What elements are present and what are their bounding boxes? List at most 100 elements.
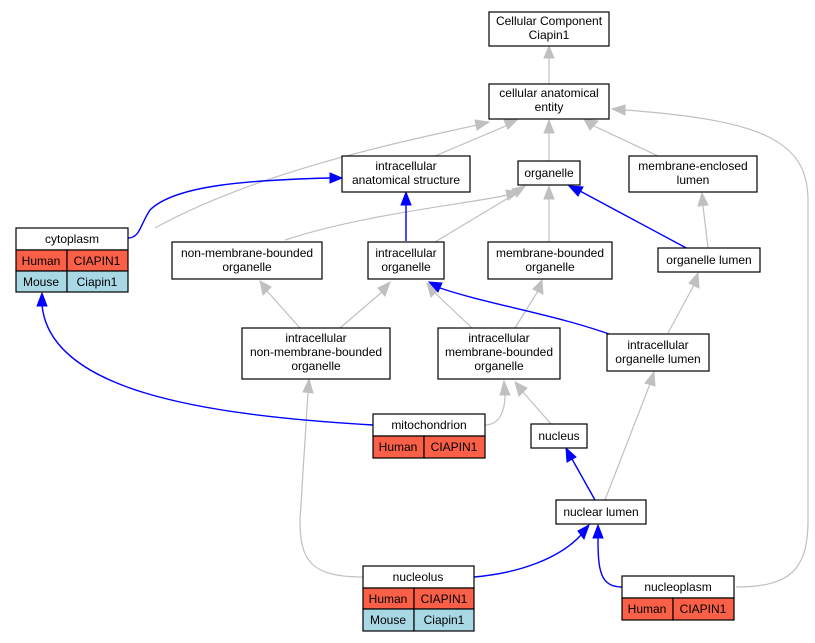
edge-cytoplasm-to-cae	[154, 124, 478, 229]
node-intracellular-non-membrane-bounded-organelle[interactable]: intracellular non-membrane-bounded organ…	[241, 327, 391, 380]
node-nucleolus[interactable]: nucleolus Human CIAPIN1 Mouse Ciapin1	[362, 565, 475, 632]
edge-nucleoplasm-to-cae	[624, 109, 809, 588]
edge-nl-to-nucleus	[571, 458, 596, 501]
gene-cell-mouse	[413, 608, 475, 632]
is-a-edges	[154, 44, 809, 588]
edge-io-to-organelle	[434, 193, 516, 243]
node-label-line: organelle	[524, 166, 574, 180]
edge-nucleolus-to-nl	[473, 534, 582, 578]
node-label-line: mitochondrion	[391, 418, 466, 432]
arrowhead	[377, 280, 391, 297]
node-label-line: anatomical structure	[352, 173, 460, 187]
node-mitochondrion[interactable]: mitochondrion Human CIAPIN1	[372, 413, 486, 459]
edge-nl-to-iol	[604, 383, 651, 501]
edge-ol-to-organelle	[579, 190, 691, 251]
node-label-line: organelle lumen	[615, 352, 700, 366]
edge-inmbo-to-io	[339, 291, 383, 329]
arrowhead	[543, 118, 555, 134]
node-membrane-enclosed-lumen[interactable]: membrane-enclosed lumen	[628, 155, 758, 193]
gene-cell-human	[423, 435, 486, 459]
edge-inmbo-to-nmbo	[266, 290, 301, 329]
node-label-line: organelle	[291, 359, 341, 373]
edge-mito-to-imbo	[484, 394, 506, 426]
node-label-line: nucleolus	[393, 570, 444, 584]
edge-cytoplasm-to-ias	[127, 177, 331, 239]
node-label-line: organelle	[222, 260, 272, 274]
node-label-line: intracellular	[468, 331, 529, 345]
node-label-line: intracellular	[627, 338, 688, 352]
arrowhead	[499, 379, 511, 396]
arrowhead	[565, 446, 577, 463]
node-intracellular-organelle-lumen[interactable]: intracellular organelle lumen	[606, 333, 710, 372]
node-label-line: Cellular Component	[496, 14, 603, 28]
edge-ias-to-cae	[434, 124, 509, 157]
node-cellular-anatomical-entity[interactable]: cellular anatomical entity	[488, 83, 610, 120]
edge-nmbo-to-organelle	[284, 194, 509, 241]
node-nucleus[interactable]: nucleus	[530, 423, 588, 449]
node-label-line: lumen	[677, 173, 710, 187]
node-label-line: organelle	[525, 260, 575, 274]
edge-nucleus-to-imbo	[522, 391, 552, 425]
node-organelle-lumen[interactable]: organelle lumen	[657, 247, 761, 273]
node-cellular-component-root[interactable]: Cellular Component Ciapin1	[488, 11, 610, 47]
gene-cell-mouse	[66, 270, 129, 293]
node-membrane-bounded-organelle[interactable]: membrane-bounded organelle	[487, 241, 613, 280]
gene-label-human: CIAPIN1	[74, 254, 121, 268]
arrowhead	[427, 281, 443, 293]
edge-mito-to-cytoplasm	[41, 304, 374, 426]
species-label-mouse: Mouse	[370, 613, 406, 627]
arrowhead	[697, 191, 709, 207]
node-label-line: non-membrane-bounded	[181, 246, 313, 260]
arrowhead	[543, 44, 555, 59]
node-label-line: intracellular	[375, 159, 436, 173]
node-organelle[interactable]: organelle	[517, 160, 581, 186]
node-label-line: membrane-bounded	[496, 246, 604, 260]
node-label-line: membrane-enclosed	[638, 159, 747, 173]
edge-imbo-to-io	[434, 292, 473, 329]
gene-label-mouse: Ciapin1	[424, 613, 465, 627]
arrowhead	[514, 381, 528, 397]
arrowhead	[688, 271, 700, 289]
arrowhead	[329, 172, 344, 184]
part-of-edges	[36, 172, 691, 588]
species-label-human: Human	[22, 254, 61, 268]
arrowhead	[302, 377, 314, 394]
gene-label-human: CIAPIN1	[431, 440, 478, 454]
edge-ol-to-mel	[702, 205, 709, 249]
node-cytoplasm[interactable]: cytoplasm Human CIAPIN1 Mouse Ciapin1	[15, 227, 129, 293]
arrowhead	[577, 523, 590, 541]
gene-label-human: CIAPIN1	[421, 592, 468, 606]
node-intracellular-anatomical-structure[interactable]: intracellular anatomical structure	[341, 155, 471, 193]
species-label-human: Human	[369, 592, 408, 606]
node-label-line: organelle lumen	[666, 253, 751, 267]
arrowhead	[592, 523, 604, 539]
species-label-human: Human	[628, 602, 667, 616]
edge-iol-to-io	[439, 287, 621, 339]
node-label-line: non-membrane-bounded	[250, 345, 382, 359]
node-label-line: organelle	[474, 359, 524, 373]
node-non-membrane-bounded-organelle[interactable]: non-membrane-bounded organelle	[171, 241, 323, 280]
node-intracellular-membrane-bounded-organelle[interactable]: intracellular membrane-bounded organelle	[437, 327, 561, 380]
gene-label-mouse: Ciapin1	[77, 275, 118, 289]
node-label-line: intracellular	[375, 246, 436, 260]
node-nucleoplasm[interactable]: nucleoplasm Human CIAPIN1	[621, 575, 735, 621]
arrowhead	[503, 118, 520, 130]
arrowhead	[532, 278, 544, 295]
edge-nucleolus-to-inmbo	[299, 391, 364, 578]
arrowhead	[511, 185, 527, 198]
gene-label-human: CIAPIN1	[680, 602, 727, 616]
arrowhead	[259, 280, 272, 297]
nodes: Cellular Component Ciapin1 cellular anat…	[15, 11, 761, 632]
node-label-line: organelle	[381, 260, 431, 274]
node-intracellular-organelle[interactable]: intracellular organelle	[367, 241, 445, 280]
species-label-human: Human	[379, 440, 418, 454]
arrowhead	[474, 119, 491, 131]
node-label-line: Ciapin1	[529, 28, 570, 42]
node-nuclear-lumen[interactable]: nuclear lumen	[555, 499, 647, 525]
species-label-mouse: Mouse	[23, 275, 59, 289]
node-label-line: cytoplasm	[45, 232, 99, 246]
edge-mel-to-cae	[593, 125, 659, 157]
edge-nucleoplasm-to-nl	[597, 537, 623, 588]
node-label-line: nucleus	[538, 429, 579, 443]
